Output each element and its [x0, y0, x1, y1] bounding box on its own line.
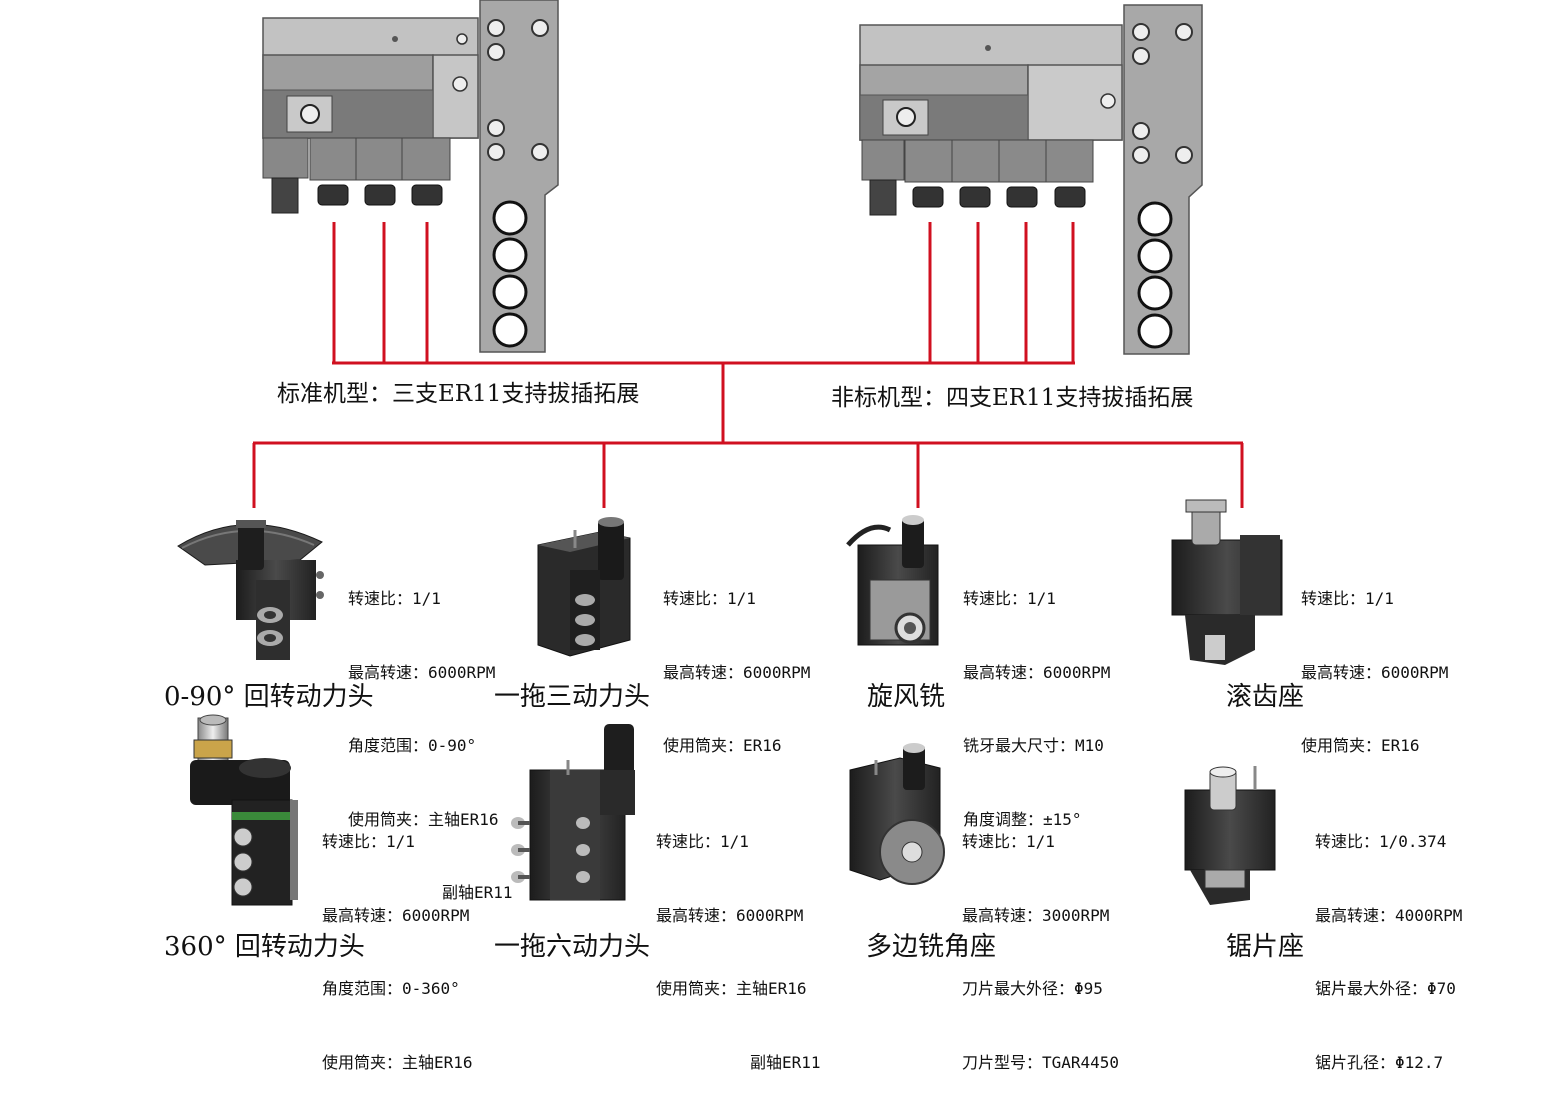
- spec-line: 转速比：1/1: [963, 589, 1056, 608]
- standard-model-label: 标准机型：三支ER11支持拔插拓展: [277, 381, 640, 407]
- polygon-mill-seat-name: 多边铣角座: [866, 932, 997, 962]
- spec-line: 最高转速：6000RPM: [348, 662, 496, 682]
- spec-line-extra: 副轴ER11: [442, 883, 513, 902]
- six-drive-head-specs: 转速比：1/1 最高转速：6000RPM 使用筒夹：主轴ER16 副轴ER11: [656, 781, 821, 1100]
- diagram-canvas: [177, 0, 1283, 906]
- spec-line: 使用筒夹：主轴ER16: [322, 1052, 473, 1072]
- spec-line: 转速比：1/1: [1301, 589, 1394, 608]
- triple-drive-head-name: 一拖三动力头: [494, 682, 651, 712]
- spec-line: 最高转速：4000RPM: [1315, 905, 1463, 925]
- nonstandard-machine-drawing: [859, 4, 1203, 355]
- whirlwind-mill-icon: [846, 515, 939, 646]
- nonstandard-model-label: 非标机型：四支ER11支持拔插拓展: [831, 385, 1194, 411]
- hobbing-seat-name: 滚齿座: [1226, 682, 1305, 712]
- hobbing-seat-specs: 转速比：1/1 最高转速：6000RPM 使用筒夹：ER16: [1301, 538, 1448, 783]
- six-drive-head-name: 一拖六动力头: [494, 932, 651, 962]
- connector-lines: [252, 222, 1244, 508]
- spec-line: 角度调整：±15°: [963, 809, 1082, 829]
- spec-line: 锯片孔径：Φ12.7: [1315, 1052, 1444, 1072]
- six-drive-head-icon: [511, 724, 635, 901]
- spec-line: 转速比：1/1: [663, 589, 756, 608]
- rotary-360-head-name: 360° 回转动力头: [164, 932, 365, 962]
- spec-line: 刀片最大外径：Φ95: [962, 979, 1103, 998]
- rotary-90-head-name: 0-90° 回转动力头: [164, 682, 374, 712]
- whirlwind-mill-specs: 转速比：1/1 最高转速：6000RPM 铣牙最大尺寸：M10 角度调整：±15…: [963, 538, 1110, 857]
- spec-line: 使用筒夹：主轴ER16: [348, 809, 499, 829]
- spec-line: 转速比：1/1: [322, 832, 415, 851]
- spec-line: 最高转速：6000RPM: [322, 905, 470, 925]
- hobbing-seat-icon: [1171, 499, 1283, 665]
- triple-drive-head-icon: [537, 517, 631, 657]
- rotary-90-head-specs: 转速比：1/1 最高转速：6000RPM 角度范围：0-90° 使用筒夹：主轴E…: [348, 538, 513, 930]
- triple-drive-head-specs: 转速比：1/1 最高转速：6000RPM 使用筒夹：ER16: [663, 538, 810, 783]
- spec-line: 转速比：1/1: [656, 832, 749, 851]
- spec-line: 转速比：1/1: [962, 832, 1055, 851]
- spec-line: 使用筒夹：主轴ER16: [656, 979, 807, 998]
- spec-line: 使用筒夹：ER16: [1301, 736, 1420, 755]
- spec-line: 转速比：1/0.374: [1315, 832, 1447, 851]
- spec-line: 最高转速：6000RPM: [1301, 662, 1449, 682]
- spec-line: 最高转速：3000RPM: [962, 905, 1110, 925]
- spec-line: 最高转速：6000RPM: [963, 662, 1111, 682]
- spec-line: 使用筒夹：ER16: [663, 736, 782, 755]
- spec-line: 铣牙最大尺寸：M10: [963, 736, 1104, 755]
- polygon-mill-seat-specs: 转速比：1/1 最高转速：3000RPM 刀片最大外径：Φ95 刀片型号：TGA…: [962, 781, 1119, 1100]
- standard-machine-drawing: [262, 0, 559, 353]
- saw-blade-seat-icon: [1184, 766, 1276, 905]
- spec-line: 刀片型号：TGAR4450: [962, 1052, 1120, 1072]
- polygon-mill-seat-icon: [849, 743, 945, 885]
- saw-blade-seat-specs: 转速比：1/0.374 最高转速：4000RPM 锯片最大外径：Φ70 锯片孔径…: [1315, 781, 1462, 1100]
- spec-line: 锯片最大外径：Φ70: [1315, 979, 1456, 998]
- spec-line: 转速比：1/1: [348, 589, 441, 608]
- spec-line: 最高转速：6000RPM: [656, 905, 804, 925]
- saw-blade-seat-name: 锯片座: [1226, 932, 1305, 962]
- whirlwind-mill-name: 旋风铣: [867, 682, 946, 712]
- spec-line: 最高转速：6000RPM: [663, 662, 811, 682]
- rotary-360-head-icon: [190, 714, 298, 906]
- spec-line-extra: 副轴ER11: [750, 1052, 821, 1072]
- spec-line: 角度范围：0-90°: [348, 736, 477, 755]
- spec-line: 角度范围：0-360°: [322, 979, 460, 998]
- rotary-90-head-icon: [177, 520, 324, 660]
